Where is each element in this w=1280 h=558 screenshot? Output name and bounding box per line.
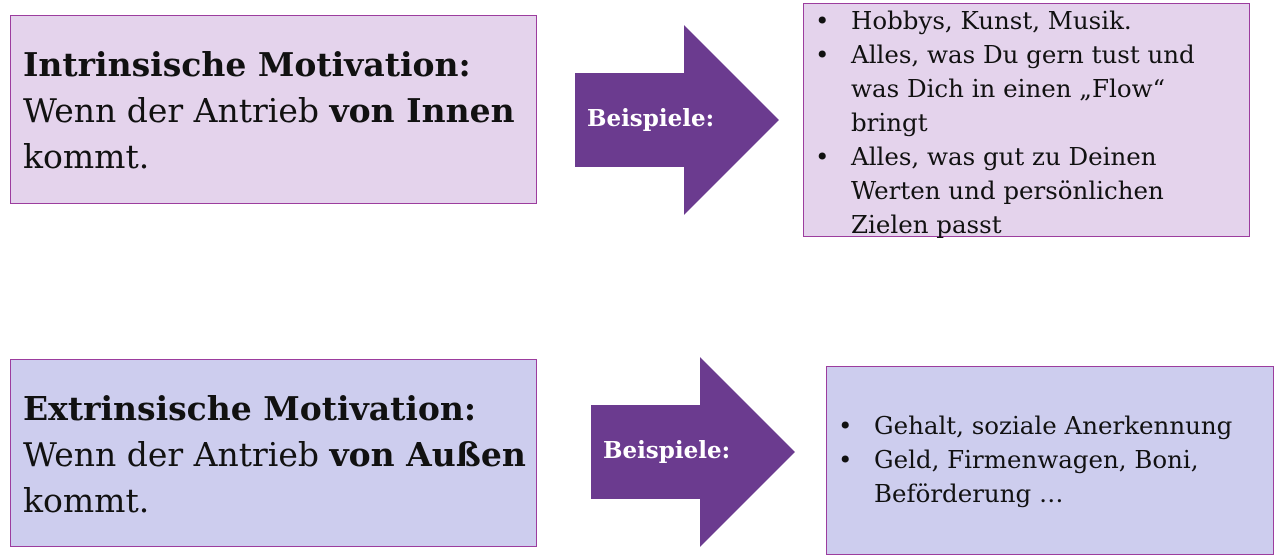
bullet-icon: • [838,411,853,440]
bullet-icon: • [838,445,853,474]
examples-arrow-intrinsic: Beispiele: [575,25,781,215]
arrow-label-top: Beispiele: [587,105,715,132]
list-item: •Geld, Firmenwagen, Boni, Beförderung … [838,445,1199,508]
extrinsic-text-bold: von Außen [329,435,526,474]
intrinsic-examples-list: •Hobbys, Kunst, Musik. •Alles, was Du ge… [804,4,1249,242]
examples-arrow-extrinsic: Beispiele: [591,357,797,547]
bullet-icon: • [815,40,830,69]
arrow-shape-top [575,25,779,215]
extrinsic-text-before: Wenn der Antrieb [23,435,330,474]
extrinsic-examples-box: •Gehalt, soziale Anerkennung •Geld, Firm… [826,366,1274,555]
list-item: •Alles, was gut zu Deinen Werten und per… [815,142,1164,239]
bullet-icon: • [815,142,830,171]
bullet-icon: • [815,6,830,35]
intrinsic-examples-box: •Hobbys, Kunst, Musik. •Alles, was Du ge… [803,3,1250,239]
intrinsic-text-before: Wenn der Antrieb [23,91,330,130]
extrinsic-motivation-box: Extrinsische Motivation: Wenn der Antrie… [10,359,537,547]
intrinsic-motivation-box: Intrinsische Motivation: Wenn der Antrie… [10,15,537,204]
intrinsic-heading: Intrinsische Motivation: [23,45,471,84]
extrinsic-examples-list: •Gehalt, soziale Anerkennung •Geld, Firm… [827,409,1273,511]
extrinsic-text-after: kommt. [23,481,150,520]
intrinsic-text-bold: von Innen [329,91,515,130]
arrow-shape-bottom [591,357,795,547]
list-item: •Gehalt, soziale Anerkennung [827,409,1273,443]
list-item: •Hobbys, Kunst, Musik. [804,4,1249,38]
arrow-label-bottom: Beispiele: [603,437,731,464]
intrinsic-text-after: kommt. [23,137,150,176]
list-item: •Alles, was Du gern tust und was Dich in… [815,40,1195,137]
extrinsic-heading: Extrinsische Motivation: [23,389,477,428]
